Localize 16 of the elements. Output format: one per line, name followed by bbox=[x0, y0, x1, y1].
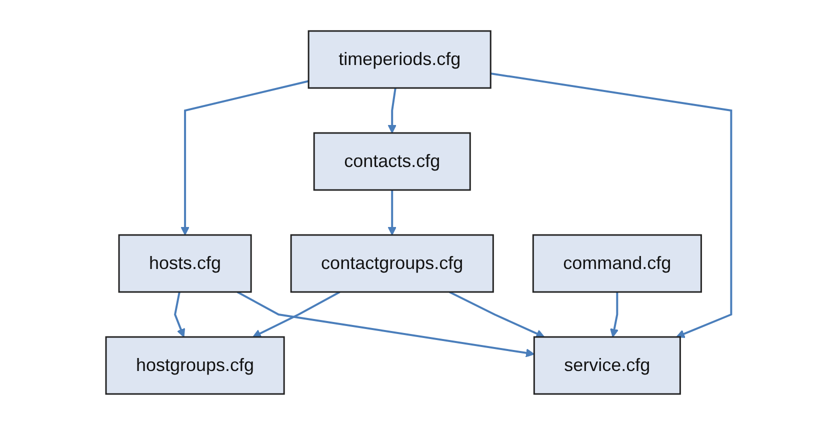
node-box: timeperiods.cfg bbox=[308, 30, 492, 89]
node-box: contacts.cfg bbox=[314, 132, 472, 191]
arrow bbox=[388, 88, 397, 134]
arrow bbox=[490, 72, 733, 338]
arrow bbox=[181, 80, 310, 236]
node-box: command.cfg bbox=[532, 234, 702, 293]
arrow bbox=[449, 291, 546, 338]
node-box: hosts.cfg bbox=[118, 234, 252, 293]
node-box: service.cfg bbox=[534, 336, 682, 395]
arrow bbox=[174, 292, 186, 338]
arrow bbox=[252, 291, 341, 338]
arrow bbox=[237, 291, 535, 358]
node-box: contactgroups.cfg bbox=[290, 234, 494, 293]
node-box: hostgroups.cfg bbox=[106, 336, 286, 395]
arrow bbox=[610, 292, 620, 338]
arrow bbox=[388, 190, 397, 236]
